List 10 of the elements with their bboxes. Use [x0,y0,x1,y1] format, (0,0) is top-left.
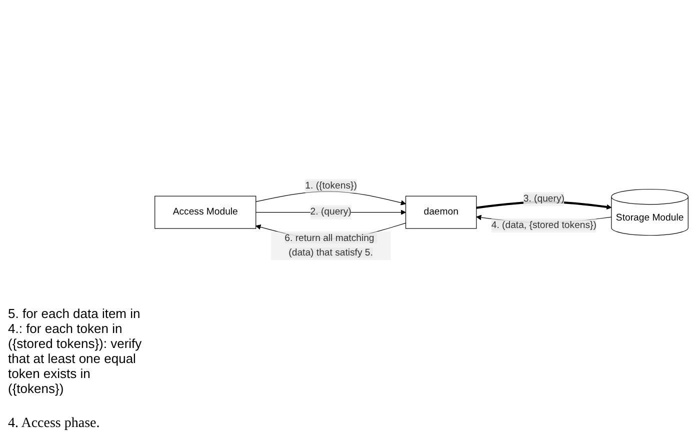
node-box: daemon [405,196,477,230]
arrow [256,192,406,206]
edge-label: 3. (query) [523,194,564,204]
node-box: Access Module [154,196,256,230]
edge-label: 1. ({tokens}) [305,181,357,192]
edge-label: 6. return all matching (data) that satisfy 5. [284,234,374,258]
edge-label: 2. (query) [310,207,352,218]
figure-caption: 4. Access phase. [8,416,101,432]
note-text: 5. for each data item in 4.: for each token in ({stored tokens}): verify that at least one equal token exists in ({tokens}) [8,306,142,396]
edge-label: 4. (data, {stored tokens}) [491,220,596,231]
